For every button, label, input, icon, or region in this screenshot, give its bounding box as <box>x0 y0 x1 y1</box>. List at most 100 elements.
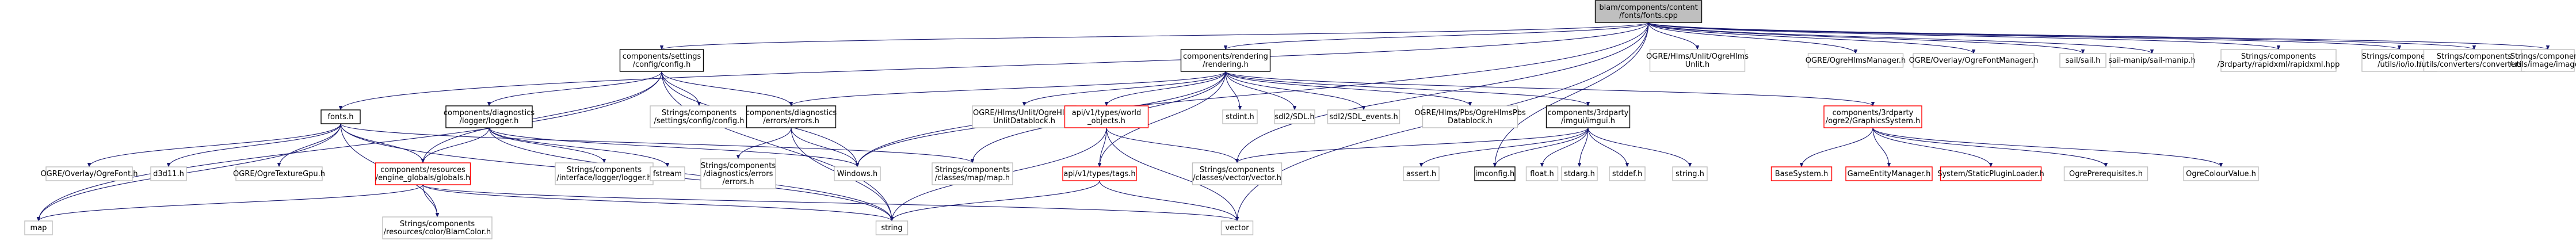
edge-root-to-settings <box>662 22 1649 50</box>
node-box-str_vector <box>1192 162 1283 185</box>
node-fstream[interactable]: fstream <box>650 166 685 181</box>
node-ogre_colour[interactable]: OgreColourValue.h <box>2183 166 2259 181</box>
edge-errors-to-windows <box>791 127 857 167</box>
node-label-converters: /utils/converters/converters.h <box>2419 60 2529 69</box>
node-box-fstream <box>650 166 685 181</box>
node-blamcolor[interactable]: Strings/components/resources/color/BlamC… <box>382 216 493 239</box>
node-settings[interactable]: components/settings/config/config.h <box>619 49 704 72</box>
node-box-str_config <box>650 105 749 128</box>
node-stdarg[interactable]: stdarg.h <box>1561 166 1598 181</box>
node-box-image <box>2521 49 2575 72</box>
node-graphics[interactable]: components/3rdparty/ogre2/GraphicsSystem… <box>1823 105 1922 128</box>
edge-world-to-tags <box>1100 127 1107 167</box>
node-ogre_font[interactable]: OGRE/Overlay/OgreFont.h <box>40 166 138 181</box>
node-label-graphics: /ogre2/GraphicsSystem.h <box>1826 117 1921 125</box>
node-box-rapidxml <box>2220 49 2337 72</box>
node-tags[interactable]: api/v1/types/tags.h <box>1062 166 1137 181</box>
node-sdl2[interactable]: sdl2/SDL.h <box>1274 109 1315 124</box>
node-label-str_errors: /diagnostics/errors <box>704 170 773 178</box>
node-float[interactable]: float.h <box>1525 166 1559 181</box>
node-vector[interactable]: vector <box>1220 220 1254 235</box>
node-label-world: api/v1/types/world <box>1072 109 1142 117</box>
node-box-string_h <box>1672 166 1708 181</box>
node-ogre_hlmsmgr[interactable]: OGRE/OgreHlmsManager.h <box>1806 53 1906 68</box>
node-world[interactable]: api/v1/types/world_objects.h <box>1064 105 1149 128</box>
node-logger[interactable]: components/diagnostics/logger/logger.h <box>444 105 535 128</box>
node-sail[interactable]: sail/sail.h <box>2059 53 2106 68</box>
node-label-stdarg: stdarg.h <box>1564 170 1595 178</box>
node-gameentity[interactable]: GameEntityManager.h <box>1845 166 1933 181</box>
node-label-rendering: components/rendering <box>1183 52 1268 61</box>
node-assert[interactable]: assert.h <box>1403 166 1440 181</box>
node-label-logger: components/diagnostics <box>444 109 535 117</box>
node-imgui[interactable]: components/3rdparty/imgui/imgui.h <box>1545 105 1631 128</box>
node-windows[interactable]: Windows.h <box>834 166 881 181</box>
node-root[interactable]: blam/components/content/fonts/fonts.cpp <box>1594 0 1703 23</box>
node-label-rapidxml: /3rdparty/rapidxml/rapidxml.hpp <box>2218 60 2340 69</box>
node-fonts[interactable]: fonts.h <box>320 109 361 124</box>
node-label-str_vector: /classes/vector/vector.h <box>1193 174 1281 182</box>
node-label-windows: Windows.h <box>837 170 877 178</box>
node-stdint[interactable]: stdint.h <box>1222 109 1258 124</box>
node-ogre_texgpu[interactable]: OGRE/OgreTextureGpu.h <box>233 166 325 181</box>
node-str_logger[interactable]: Strings/components/interface/logger/logg… <box>555 162 654 185</box>
node-box-gameentity <box>1845 166 1933 181</box>
node-d3d11[interactable]: d3d11.h <box>150 166 187 181</box>
node-box-ogre_texgpu <box>235 166 323 181</box>
edge-tags-to-vector <box>1099 180 1237 222</box>
edge-world-to-vector <box>1106 127 1237 221</box>
node-label-io: Strings/components <box>2362 52 2437 61</box>
node-str_errors[interactable]: Strings/components/diagnostics/errors/er… <box>700 158 776 189</box>
node-sdl2events[interactable]: sdl2/SDL_events.h <box>1327 109 1400 124</box>
node-box-ogre_prereq <box>2063 166 2148 181</box>
node-staticplugin[interactable]: System/StaticPluginLoader.h <box>1937 166 2044 181</box>
node-ogre_prereq[interactable]: OgrePrerequisites.h <box>2063 166 2148 181</box>
node-label-ogre_unit: Unlit.h <box>1685 60 1709 69</box>
node-label-fstream: fstream <box>653 170 682 178</box>
node-stddef[interactable]: stddef.h <box>1609 166 1646 181</box>
edge-root-to-str_vector <box>1237 22 1649 163</box>
node-basesystem[interactable]: BaseSystem.h <box>1770 166 1833 181</box>
node-imconfig[interactable]: imconfig.h <box>1474 166 1516 181</box>
edge-settings-to-logger <box>489 71 662 106</box>
node-rendering[interactable]: components/rendering/rendering.h <box>1180 49 1271 72</box>
node-image[interactable]: Strings/components/utils/image/image.h <box>2509 49 2576 72</box>
node-label-basesystem: BaseSystem.h <box>1775 170 1829 178</box>
node-string_h[interactable]: string.h <box>1672 166 1708 181</box>
node-str_vector[interactable]: Strings/components/classes/vector/vector… <box>1192 162 1283 185</box>
edge-globals-to-string <box>422 184 892 222</box>
node-globals[interactable]: components/resources/engine_globals/glob… <box>375 162 471 185</box>
node-box-sailmanip <box>2109 53 2195 68</box>
node-label-sdl2events: sdl2/SDL_events.h <box>1329 113 1398 121</box>
node-label-string: string <box>881 224 902 232</box>
node-box-imconfig <box>1474 166 1516 181</box>
node-box-assert <box>1403 166 1440 181</box>
node-map[interactable]: map <box>24 220 53 235</box>
node-box-ogre_pbsdb <box>1422 105 1518 128</box>
node-str_map[interactable]: Strings/components/classes/map/map.h <box>932 162 1013 185</box>
node-ogre_fontmgr[interactable]: OGRE/Overlay/OgreFontManager.h <box>1909 53 2039 68</box>
node-box-fonts <box>320 109 361 124</box>
node-box-settings <box>619 49 704 72</box>
node-label-sdl2: sdl2/SDL.h <box>1274 113 1314 121</box>
node-label-imgui: /imgui/imgui.h <box>1561 117 1615 125</box>
node-label-str_map: Strings/components <box>935 166 1010 174</box>
node-rapidxml[interactable]: Strings/components/3rdparty/rapidxml/rap… <box>2218 49 2340 72</box>
edge-graphics-to-gameentity <box>1872 127 1889 167</box>
node-errors[interactable]: components/diagnostics/errors/errors.h <box>746 105 837 128</box>
node-box-globals <box>375 162 471 185</box>
node-box-ogre_font <box>45 166 133 181</box>
edge-root-to-rapidxml <box>1648 22 2279 50</box>
edge-fonts-to-d3d11 <box>169 123 341 167</box>
edge-settings-to-str_config <box>661 71 699 106</box>
node-str_config[interactable]: Strings/components/settings/config/confi… <box>650 105 749 128</box>
node-label-ogre_unlitdb: OGRE/Hlms/Unlit/OgreHlms <box>973 109 1075 117</box>
node-string[interactable]: string <box>875 220 909 235</box>
edge-root-to-ogre_hlmsmgr <box>1648 22 1856 54</box>
node-sailmanip[interactable]: sail-manip/sail-manip.h <box>2108 53 2196 68</box>
node-label-settings: components/settings <box>623 52 701 61</box>
node-label-str_map: /classes/map/map.h <box>935 174 1010 182</box>
